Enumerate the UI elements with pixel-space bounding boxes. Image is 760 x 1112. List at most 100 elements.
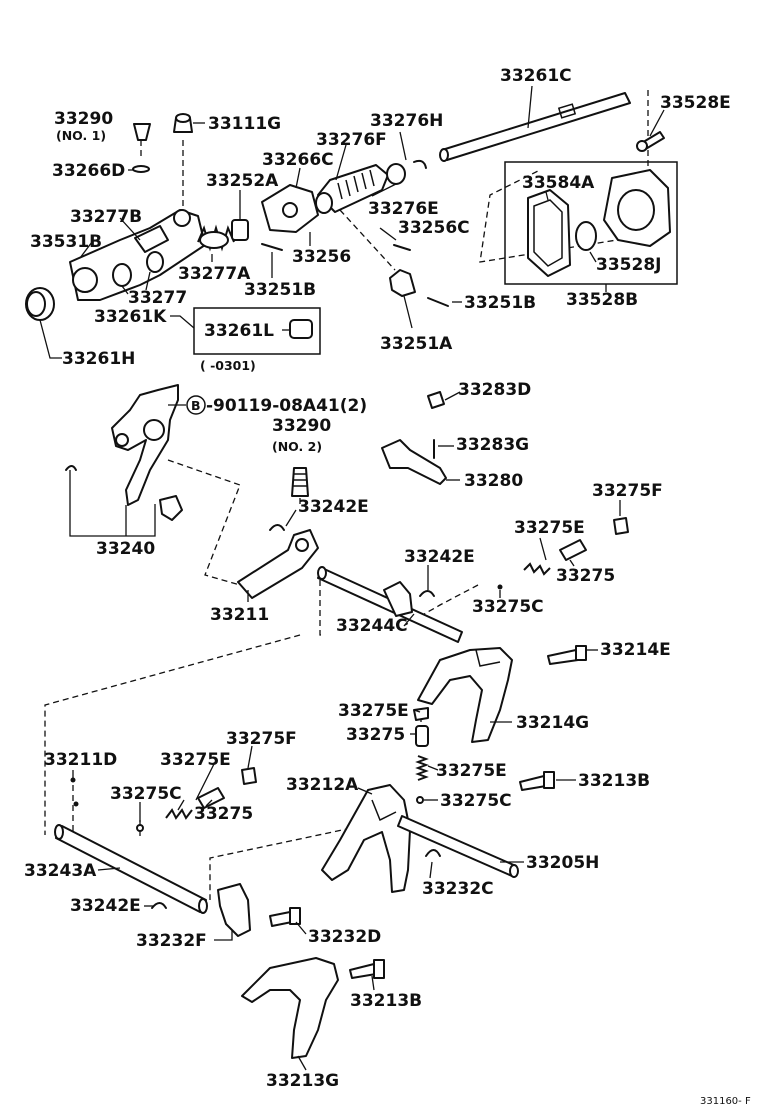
bolt-33214e-icon <box>547 645 587 665</box>
bolt-33213b-a-icon <box>519 771 555 791</box>
inner-lever-33266c-icon <box>261 184 319 233</box>
label-33232f: 33232F <box>136 931 207 951</box>
label-33275c-c: 33275C <box>440 791 512 811</box>
label-33205h: 33205H <box>526 853 599 873</box>
cover-33528b-icon <box>603 169 671 247</box>
pin-33251b-b-icon <box>427 297 449 307</box>
label-33213g: 33213G <box>266 1071 339 1091</box>
boot-33276f-icon <box>315 163 406 214</box>
shift-head-33280-icon <box>381 439 447 485</box>
bracket-33240 <box>69 470 156 537</box>
label-33275f-a: 33275F <box>592 481 663 501</box>
label-33240: 33240 <box>96 539 155 559</box>
bushing-33528j-icon <box>575 221 597 251</box>
label-33276e: 33276E <box>368 199 439 219</box>
label-33283g: 33283G <box>456 435 529 455</box>
label-33261l: 33261L <box>204 321 274 341</box>
inset-box-33261l <box>193 307 321 355</box>
label-33261k: 33261K <box>94 307 167 327</box>
label-33275c-a: 33275C <box>472 597 544 617</box>
pin-33275-b-icon <box>415 725 429 747</box>
label-33261h: 33261H <box>62 349 135 369</box>
label-33275e-a: 33275E <box>514 518 585 538</box>
label-33528b: 33528B <box>566 290 638 310</box>
clip-33242e-c-icon <box>151 902 167 909</box>
plug-33275f-a-icon <box>613 517 629 535</box>
seal-33277-icon <box>112 251 164 287</box>
label-33242e-a: 33242E <box>298 497 369 517</box>
label-33277b: 33277B <box>70 207 142 227</box>
clip-33232c-icon <box>425 849 441 857</box>
shift-head-33232f-icon <box>217 883 251 937</box>
label-33214g: 33214G <box>516 713 589 733</box>
label-33290-no1: 33290 <box>54 109 113 129</box>
label-33276h: 33276H <box>370 111 443 131</box>
label-33243a: 33243A <box>24 861 97 881</box>
label-33111g: 33111G <box>208 114 281 134</box>
part-labels: 33290 (NO. 1) 33111G 33266D 33277B 33531… <box>24 66 751 1107</box>
label-33280: 33280 <box>464 471 523 491</box>
circle-b-marker: B <box>186 395 206 415</box>
diagram-code: 331160- F <box>700 1096 751 1107</box>
label-33244c: 33244C <box>336 616 408 636</box>
label-33251b-a: 33251B <box>244 280 316 300</box>
ball-33211d-b-icon <box>73 801 79 807</box>
shift-rod-33261c-icon <box>439 92 631 162</box>
label-33261c: 33261C <box>500 66 572 86</box>
label-33213b-b: 33213B <box>350 991 422 1011</box>
leader-lines <box>39 85 665 1071</box>
label-33584a: 33584A <box>522 173 595 193</box>
label-33213b-a: 33213B <box>578 771 650 791</box>
label-33277a: 33277A <box>178 264 251 284</box>
label-33275e-b: 33275E <box>338 701 409 721</box>
spring-33275e-d-icon <box>165 808 193 820</box>
shift-head-33251a-icon <box>389 269 416 297</box>
label-33275c-b: 33275C <box>110 784 182 804</box>
label-33528j: 33528J <box>596 255 661 275</box>
plug-33111g-icon <box>173 113 193 133</box>
gasket-33584a-icon <box>527 189 571 277</box>
label-33242e-c: 33242E <box>70 896 141 916</box>
clip-33242e-a-icon <box>269 524 285 531</box>
label-33232c: 33232C <box>422 879 494 899</box>
spring-33277a-icon <box>197 224 235 252</box>
label-33290-no2-sub: (NO. 2) <box>272 439 322 454</box>
label-33242e-b: 33242E <box>404 547 475 567</box>
bolt-33528e-icon <box>636 131 665 152</box>
ball-33211d-icon <box>70 777 76 783</box>
pin-33275-a-icon <box>559 539 587 561</box>
shift-fork-33211-icon <box>237 529 319 599</box>
label-0301: ( -0301) <box>200 358 256 373</box>
label-33266c: 33266C <box>262 150 334 170</box>
label-33251b-b: 33251B <box>464 293 536 313</box>
plug-33275e-b-icon <box>413 707 429 721</box>
label-33275-c: 33275 <box>194 804 253 824</box>
label-33212a: 33212A <box>286 775 359 795</box>
label-33275f-b: 33275F <box>226 729 297 749</box>
label-33256c: 33256C <box>398 218 470 238</box>
cover-box <box>504 161 678 285</box>
label-33266d: 33266D <box>52 161 125 181</box>
label-33283d: 33283D <box>458 380 531 400</box>
bolt-33213b-b-icon <box>349 959 385 979</box>
ball-33275c-c-icon <box>416 796 424 804</box>
bolt-33232d-icon <box>269 907 301 927</box>
shift-fork-33214g-icon <box>417 647 513 743</box>
label-33275e-c: 33275E <box>160 750 231 770</box>
spring-33275e-c-icon <box>415 755 429 781</box>
plug-33275f-b-icon <box>241 767 257 785</box>
select-lever-33240-icon <box>111 384 183 521</box>
shift-rod-33244c-icon <box>317 566 463 643</box>
clip-33242e-b-icon <box>419 590 435 597</box>
ball-33275c-b-icon <box>136 824 144 832</box>
ball-33275c-a-icon <box>497 584 503 590</box>
label-33290-no1-sub: (NO. 1) <box>56 128 106 143</box>
shift-fork-33212a-icon <box>321 784 411 893</box>
label-33290-no2: 33290 <box>272 416 331 436</box>
label-33275-b: 33275 <box>346 725 405 745</box>
label-33275-a: 33275 <box>556 566 615 586</box>
label-33276f: 33276F <box>316 130 387 150</box>
clip-33240-icon <box>65 465 77 471</box>
spring-33275e-a-icon <box>523 562 551 576</box>
